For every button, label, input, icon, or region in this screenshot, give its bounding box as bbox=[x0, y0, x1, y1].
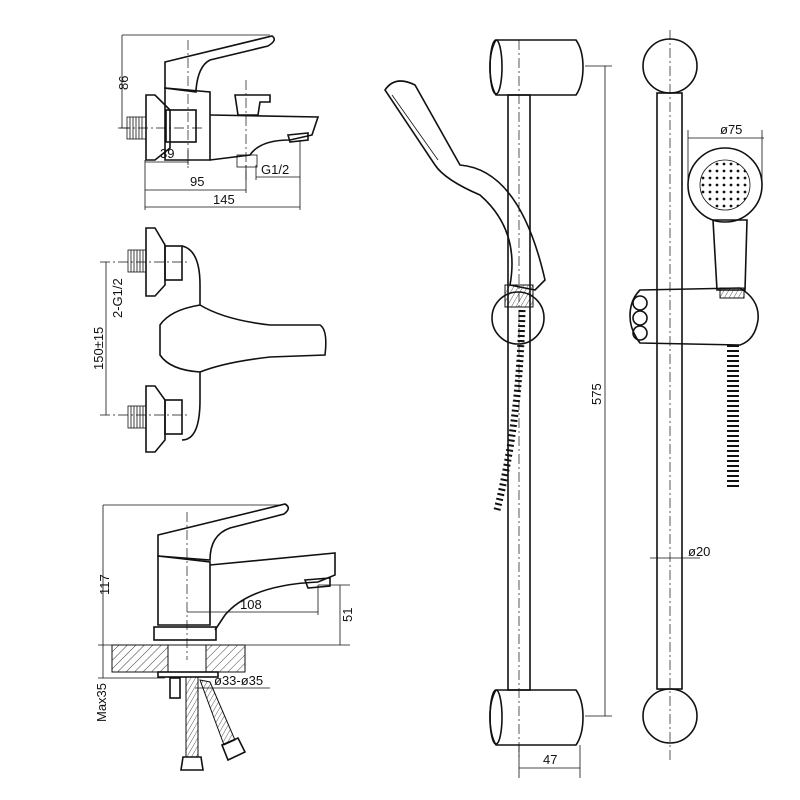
wall-mixer-dimensions: 150±15 2-G1/2 bbox=[91, 262, 125, 415]
spout-height-label: 51 bbox=[340, 608, 355, 622]
rail-diameter-label: ø20 bbox=[688, 544, 710, 559]
shower-rail-side-drawing bbox=[629, 30, 763, 760]
bath-outlet-thread-label: G1/2 bbox=[261, 162, 289, 177]
shower-rail-front-dimensions: 575 47 bbox=[518, 65, 612, 778]
inlet-threads-label: 2-G1/2 bbox=[110, 278, 125, 318]
shower-rail-front-drawing bbox=[384, 39, 584, 760]
hole-diameter-label: ø33-ø35 bbox=[214, 673, 263, 688]
bath-mixer-dimensions: 86 39 95 145 G1/2 bbox=[116, 34, 301, 210]
basin-mixer-drawing bbox=[111, 503, 336, 771]
basin-mixer-dimensions: 117 108 51 Max35 ø33-ø35 bbox=[94, 504, 355, 722]
rail-projection-label: 47 bbox=[543, 752, 557, 767]
bath-width-label: 145 bbox=[213, 192, 235, 207]
max-thickness-label: Max35 bbox=[94, 683, 109, 722]
head-diameter-label: ø75 bbox=[720, 122, 742, 137]
bath-height-label: 86 bbox=[116, 76, 131, 90]
rail-length-label: 575 bbox=[589, 383, 604, 405]
bath-mixer-drawing bbox=[120, 35, 320, 180]
shower-rail-side-dimensions: ø75 ø20 bbox=[650, 122, 764, 559]
mixer-centers-label: 150±15 bbox=[91, 327, 106, 370]
spout-reach-label: 108 bbox=[240, 597, 262, 612]
bath-dim-95-label: 95 bbox=[190, 174, 204, 189]
bath-dim-39-label: 39 bbox=[160, 146, 174, 161]
basin-height-label: 117 bbox=[97, 574, 112, 595]
wall-mixer-top-view-drawing bbox=[100, 227, 327, 453]
